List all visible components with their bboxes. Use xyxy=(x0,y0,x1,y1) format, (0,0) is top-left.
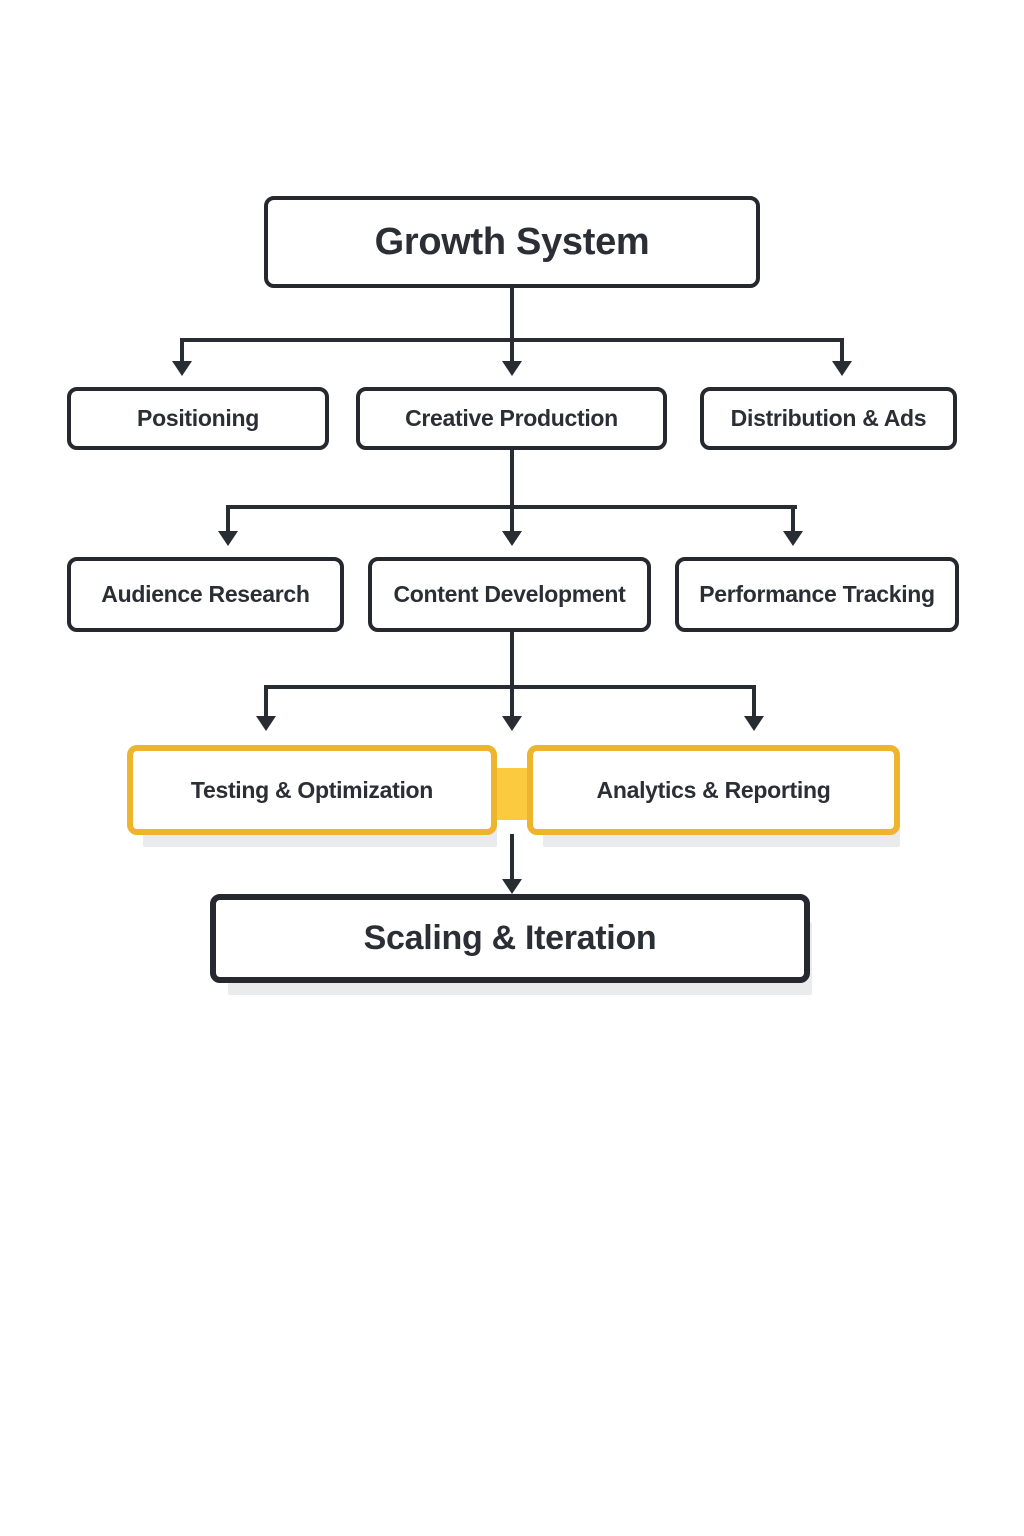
node-performance-tracking: Performance Tracking xyxy=(675,557,959,632)
arrow-line-root-stem xyxy=(510,288,514,361)
arrowhead-to-bridge-icon xyxy=(502,716,522,731)
node-content-development: Content Development xyxy=(368,557,651,632)
arrow-line-to-analytics xyxy=(752,685,756,716)
arrowhead-to-scaling-icon xyxy=(502,879,522,894)
node-audience-research: Audience Research xyxy=(67,557,344,632)
arrowhead-to-performance-icon xyxy=(783,531,803,546)
arrowhead-to-content-icon xyxy=(502,531,522,546)
highlight-bridge-connector xyxy=(491,768,533,820)
node-growth-system: Growth System xyxy=(264,196,760,288)
arrowhead-to-positioning-icon xyxy=(172,361,192,376)
node-performance-tracking-label: Performance Tracking xyxy=(699,581,935,607)
node-distribution-ads: Distribution & Ads xyxy=(700,387,957,450)
node-testing-optimization: Testing & Optimization xyxy=(127,745,497,835)
arrow-line-content-stem xyxy=(510,632,514,716)
node-creative-production: Creative Production xyxy=(356,387,667,450)
arrow-line-to-testing xyxy=(264,685,268,716)
arrowhead-to-distribution-icon xyxy=(832,361,852,376)
connector-line-level3 xyxy=(226,505,797,509)
arrow-line-creative-stem xyxy=(510,450,514,531)
node-growth-system-label: Growth System xyxy=(374,220,650,263)
node-positioning: Positioning xyxy=(67,387,329,450)
node-creative-production-label: Creative Production xyxy=(405,405,618,431)
node-analytics-reporting: Analytics & Reporting xyxy=(527,745,900,835)
arrow-line-to-performance xyxy=(791,505,795,531)
connector-line-level4 xyxy=(264,685,756,689)
arrow-line-to-positioning xyxy=(180,338,184,361)
node-content-development-label: Content Development xyxy=(393,581,626,607)
arrowhead-to-analytics-icon xyxy=(744,716,764,731)
connector-line-level2 xyxy=(180,338,844,342)
arrowhead-to-testing-icon xyxy=(256,716,276,731)
node-distribution-ads-label: Distribution & Ads xyxy=(730,405,927,431)
arrowhead-to-audience-icon xyxy=(218,531,238,546)
arrow-line-to-scaling xyxy=(510,834,514,879)
node-audience-research-label: Audience Research xyxy=(101,581,310,607)
node-positioning-label: Positioning xyxy=(137,405,259,431)
arrowhead-to-creative-icon xyxy=(502,361,522,376)
node-scaling-iteration: Scaling & Iteration xyxy=(210,894,810,983)
arrow-line-to-distribution xyxy=(840,338,844,361)
node-scaling-iteration-label: Scaling & Iteration xyxy=(363,919,657,957)
node-analytics-reporting-label: Analytics & Reporting xyxy=(596,776,831,803)
arrow-line-to-audience xyxy=(226,505,230,531)
node-testing-optimization-label: Testing & Optimization xyxy=(190,776,434,803)
